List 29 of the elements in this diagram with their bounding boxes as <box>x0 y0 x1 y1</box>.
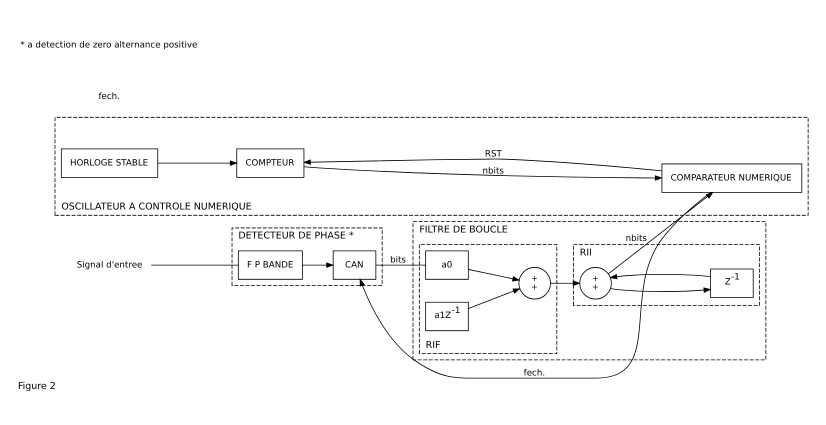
label: * a detection de zero alternance positive <box>20 40 198 50</box>
arrow <box>157 160 238 166</box>
arrow <box>360 192 711 378</box>
node-box: COMPARATEUR NUMERIQUE <box>662 163 802 192</box>
node-box: CAN <box>332 250 376 280</box>
node-circle: + + <box>518 266 551 299</box>
edge-label: fech. <box>524 368 546 378</box>
arrow <box>468 288 521 308</box>
node-box: COMPTEUR <box>236 148 304 178</box>
edge-label: bits <box>390 255 406 266</box>
arrow <box>610 286 712 292</box>
arrow <box>304 166 663 180</box>
arrow <box>609 273 711 279</box>
arrow <box>468 268 520 281</box>
node-box: HORLOGE STABLE <box>60 148 158 178</box>
arrow <box>550 280 581 286</box>
node-box: a0 <box>425 250 469 280</box>
caption: Figure 2 <box>18 380 56 392</box>
label: fech. <box>98 91 120 102</box>
node-circle: + + <box>579 266 612 299</box>
edge-label: nbits <box>482 166 504 176</box>
connector <box>150 264 239 265</box>
edge-label: nbits <box>626 234 647 244</box>
arrow <box>302 158 662 171</box>
node-text: Signal d'entree <box>76 260 142 270</box>
node-box: F P BANDE <box>238 250 303 280</box>
arrow <box>302 262 334 268</box>
edge-label: RST <box>484 149 502 160</box>
connector <box>376 264 426 265</box>
